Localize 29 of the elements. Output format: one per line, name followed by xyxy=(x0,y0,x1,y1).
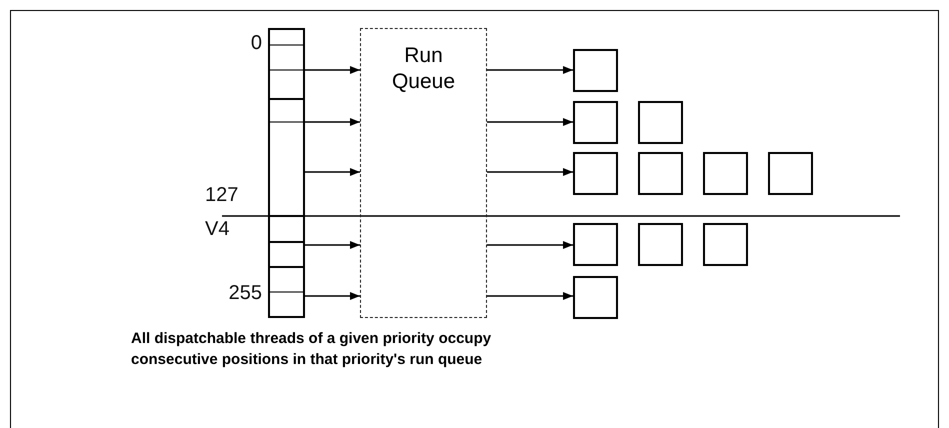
priority-table xyxy=(268,28,305,318)
thread-box xyxy=(638,101,683,144)
arrow xyxy=(487,168,573,176)
arrow xyxy=(305,168,360,176)
thread-box xyxy=(573,49,618,92)
box-title: Run Queue xyxy=(390,43,456,95)
thread-box xyxy=(573,152,618,195)
arrow xyxy=(305,292,360,300)
priority-label: 127 xyxy=(205,184,238,207)
arrow xyxy=(487,118,573,126)
arrow xyxy=(487,66,573,74)
run-queue-box xyxy=(360,28,487,318)
thread-box xyxy=(573,223,618,266)
thread-box xyxy=(768,152,813,195)
priority-label: 0 xyxy=(250,32,262,55)
thread-box xyxy=(573,101,618,144)
thread-box xyxy=(638,223,683,266)
caption: All dispatchable threads of a given priority occupy consecutive positions in that priority's run queue xyxy=(131,329,492,370)
arrow xyxy=(487,292,573,300)
arrow xyxy=(305,241,360,249)
thread-box xyxy=(703,223,748,266)
priority-label: 255 xyxy=(228,282,262,305)
priority-label: V4 xyxy=(205,218,230,241)
thread-box xyxy=(703,152,748,195)
arrow xyxy=(487,241,573,249)
arrow xyxy=(305,118,360,126)
arrow xyxy=(305,66,360,74)
thread-box xyxy=(573,276,618,319)
thread-box xyxy=(638,152,683,195)
